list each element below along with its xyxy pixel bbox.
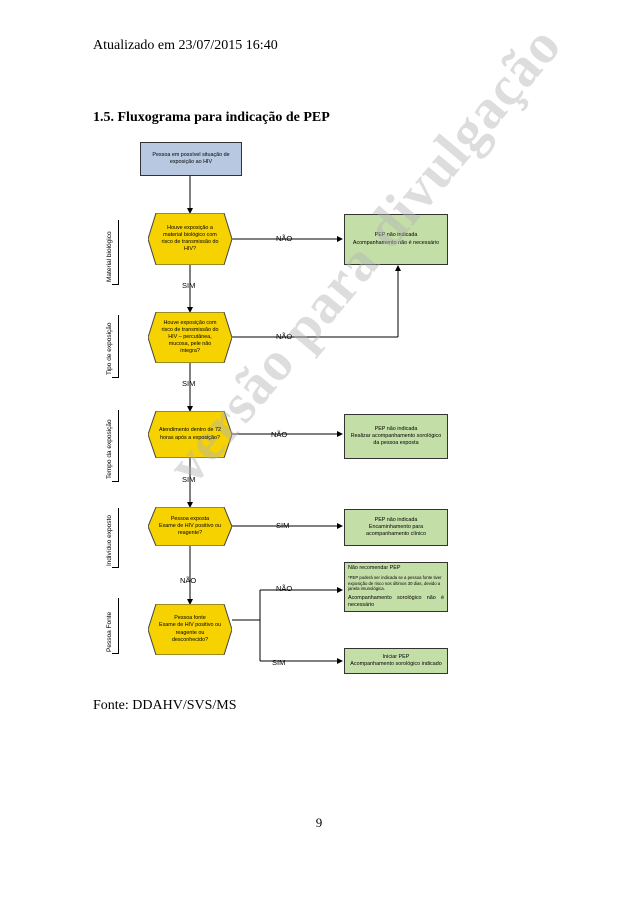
result-word: sorológico [396, 594, 422, 601]
decision-line: Atendimento dentro de 72 [158, 427, 222, 434]
result-line: necessário [348, 601, 375, 608]
decision-line: íntegra? [180, 348, 200, 355]
result-word: é [441, 594, 444, 601]
decision-line: mucosa, pele não [168, 341, 212, 347]
result-iniciar-pep: Iniciar PEP Acompanhamento sorológico in… [344, 648, 448, 674]
lane-divider [118, 315, 119, 378]
result-pep-nao-indicada-1: PEP não indicada Acompanhamento não é ne… [344, 214, 448, 265]
decision-individuo-exposto: Pessoa exposta Exame de HIV positivo ou … [148, 507, 232, 546]
result-line: PEP não indicada [374, 232, 418, 239]
label-sim-1: SIM [182, 281, 196, 290]
result-line: Iniciar PEP [382, 653, 410, 660]
result-line: acompanhamento clínico [366, 531, 426, 537]
result-line: Realizar acompanhamento sorológico [350, 432, 442, 439]
label-sim-4: SIM [276, 521, 290, 530]
decision-line: HIV – percutânea, [168, 333, 212, 340]
label-nao-4: NÃO [180, 576, 197, 585]
label-nao-1: NÃO [276, 234, 293, 243]
decision-line: reagente ou desconhecido? [171, 629, 209, 643]
result-line: PEP não indicada [374, 516, 418, 523]
lane-label-tipo-exposicao: Tipo de exposição [106, 322, 113, 375]
label-sim-2: SIM [182, 379, 196, 388]
result-line: Encaminhamento para [368, 523, 424, 530]
lane-divider [118, 598, 119, 654]
lane-divider [118, 508, 119, 568]
section-title: 1.5. Fluxograma para indicação de PEP [93, 110, 330, 125]
decision-material-biologico: Houve exposição a material biológico com… [148, 213, 232, 265]
lane-label-tempo-exposicao: Tempo da exposição [106, 419, 113, 479]
label-nao-3: NÃO [271, 430, 288, 439]
decision-tempo-exposicao: Atendimento dentro de 72 horas após a ex… [148, 411, 232, 458]
lane-label-pessoa-fonte: Pessoa Fonte [106, 611, 113, 652]
result-line: Acompanhamento sorológico indicado [350, 661, 442, 667]
decision-pessoa-fonte: Pessoa fonte Exame de HIV positivo ou re… [148, 604, 232, 655]
page-number: 9 [315, 815, 323, 830]
decision-line: Pessoa fonte [174, 615, 206, 622]
lane-divider [118, 410, 119, 482]
decision-line: HIV? [184, 246, 196, 253]
result-line: PEP não indicada [374, 425, 418, 432]
source-caption: Fonte: DDAHV/SVS/MS [93, 698, 237, 713]
label-sim-5: SIM [272, 658, 286, 667]
lane-divider [112, 481, 118, 482]
decision-line: reagente? [177, 530, 203, 536]
lane-label-material-biologico: Material biológico [106, 231, 113, 282]
lane-divider [112, 567, 118, 568]
label-nao-5: NÃO [276, 584, 293, 593]
decision-line: Exame de HIV positivo ou [158, 622, 222, 629]
decision-line: Pessoa exposta [170, 515, 210, 522]
lane-divider [118, 220, 119, 285]
start-line-1: Pessoa em possível situação de [152, 151, 230, 158]
result-word: não [426, 594, 436, 601]
lane-label-individuo-exposto: Indivíduo exposto [106, 515, 113, 566]
lane-divider [112, 377, 118, 378]
decision-line: horas após a exposição? [160, 434, 220, 441]
result-pep-nao-indicada-2: PEP não indicada Realizar acompanhamento… [344, 414, 448, 459]
decision-line: Houve exposição a [167, 224, 213, 231]
result-line: Acompanhamento sorológico não é [348, 595, 444, 602]
label-sim-3: SIM [182, 475, 196, 484]
decision-line: Houve exposição com [163, 319, 217, 326]
result-pep-nao-indicada-3: PEP não indicada Encaminhamento para aco… [344, 509, 448, 546]
label-nao-2: NÃO [276, 332, 293, 341]
lane-divider [112, 284, 118, 285]
result-line: Acompanhamento não é necessário [352, 239, 440, 246]
result-note: *PEP poderá ser indicada se a pessoa fon… [348, 575, 442, 592]
result-nao-recomendar-pep: Não recomendar PEP *PEP poderá ser indic… [344, 562, 448, 612]
lane-divider [112, 653, 118, 654]
start-line-2: exposição ao HIV [169, 159, 213, 165]
decision-line: risco de transmissão do [161, 326, 219, 333]
decision-line: material biológico com [163, 231, 217, 238]
decision-line: Exame de HIV positivo ou [158, 522, 222, 529]
result-word: Acompanhamento [348, 594, 392, 601]
decision-tipo-exposicao: Houve exposição com risco de transmissão… [148, 312, 232, 363]
result-line: da pessoa exposta [373, 440, 419, 446]
start-box: Pessoa em possível situação de exposição… [140, 142, 242, 176]
decision-line: risco de transmissão do [161, 239, 219, 245]
page-header-updated: Atualizado em 23/07/2015 16:40 [93, 38, 278, 53]
result-line: Não recomendar PEP [348, 565, 401, 571]
